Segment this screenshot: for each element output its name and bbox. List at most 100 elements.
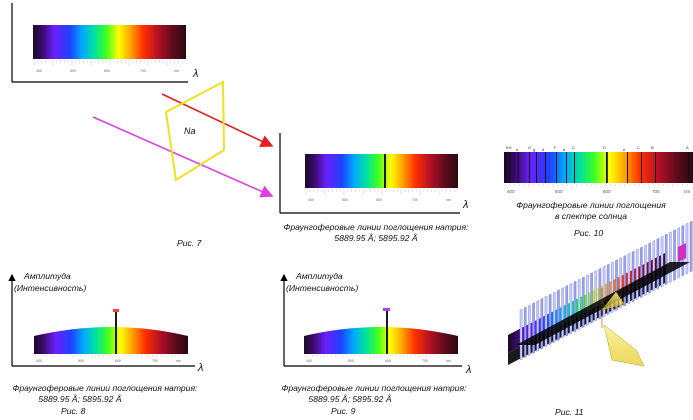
fig7-result-scale-label: 600 bbox=[376, 198, 382, 202]
fraunhofer-letter: g bbox=[533, 147, 535, 152]
fig11-bar bbox=[648, 242, 651, 294]
fraunhofer-letter: D bbox=[603, 145, 606, 150]
fig11-yellow-fan-lower bbox=[603, 324, 645, 367]
fig7-result-scale-ticks bbox=[305, 189, 455, 195]
fig8-y-label-line1: Амплитуда bbox=[23, 271, 71, 281]
fig7-input-scale-ticks bbox=[33, 60, 183, 66]
fig11-bar bbox=[594, 270, 597, 322]
fig9-y-label-line1: Амплитуда bbox=[295, 271, 343, 281]
magenta-ray-arrow bbox=[92, 116, 274, 198]
fig8-lambda-label: λ bbox=[197, 362, 203, 374]
fig11-bar bbox=[598, 267, 602, 320]
fig8-caption: Рис. 8 bbox=[61, 406, 86, 416]
fig7-input-scale-label: 500 bbox=[70, 69, 76, 73]
fig7-input-scale-label: 400 bbox=[36, 69, 42, 73]
fig7-result-lambda-label: λ bbox=[462, 199, 468, 211]
fig8-scale-label: nm bbox=[176, 359, 181, 363]
fig11-bar bbox=[673, 229, 676, 281]
fig10-caption-line2: в спектре солнца bbox=[555, 211, 627, 221]
fig11-bar bbox=[590, 272, 593, 324]
fraunhofer-line bbox=[556, 152, 557, 183]
fraunhofer-letter: C bbox=[572, 145, 575, 150]
fraunhofer-line bbox=[566, 152, 567, 183]
fraunhofer-line bbox=[545, 152, 546, 183]
fig8-caption-line2: 5889.95 Å; 5895.92 Å bbox=[38, 394, 121, 404]
figure-10: KH h G g d F b C D e C B A 400 500 600 7… bbox=[504, 140, 693, 238]
fig11-bar bbox=[656, 237, 660, 290]
fraunhofer-letter: d bbox=[542, 147, 544, 152]
fig9-caption-line2: 5889.95 Å; 5895.92 Å bbox=[308, 394, 391, 404]
fig11-bar bbox=[640, 246, 643, 298]
sodium-absorption-line bbox=[384, 154, 386, 188]
fig11-bar bbox=[635, 248, 639, 301]
fig11-bar bbox=[565, 285, 568, 337]
fig11-bar bbox=[548, 293, 552, 346]
fig7-result-scale-labels: 400 500 600 700 nm bbox=[308, 198, 451, 202]
fig7-input-scale-labels: 400 500 600 700 nm bbox=[36, 69, 179, 73]
fraunhofer-letter: b bbox=[563, 147, 566, 152]
fraunhofer-letter: e bbox=[623, 147, 626, 152]
fig11-yellow-fan-upper bbox=[601, 291, 625, 311]
fig7-result-spectrum bbox=[305, 154, 458, 188]
fraunhofer-line bbox=[529, 152, 530, 183]
fig9-scale-label: 600 bbox=[385, 359, 391, 363]
fraunhofer-letter: C bbox=[637, 145, 640, 150]
fraunhofer-line bbox=[606, 152, 608, 183]
fig11-magenta-marker bbox=[678, 243, 686, 262]
solar-scale-labels: 400 500 600 700 nm bbox=[507, 189, 691, 194]
fig7-input-scale-label: 600 bbox=[104, 69, 110, 73]
fig11-bar bbox=[644, 244, 647, 296]
fig11-bar bbox=[577, 278, 581, 331]
fig11-bar bbox=[685, 222, 689, 275]
solar-spectrum bbox=[504, 152, 693, 183]
figure-9: Амплитуда (Интенсивность) 400 500 600 70… bbox=[280, 271, 471, 416]
fig9-lambda-label: λ bbox=[465, 364, 471, 376]
fraunhofer-line bbox=[509, 152, 510, 183]
fig7-result-caption-line2: 5889.95 Å; 5895.92 Å bbox=[334, 233, 417, 243]
fig11-bar bbox=[627, 252, 631, 305]
fig9-absorption-line bbox=[386, 310, 388, 354]
solar-scale-label: 400 bbox=[507, 189, 515, 194]
fig11-bar bbox=[582, 276, 585, 329]
sodium-filter-frame bbox=[164, 80, 226, 182]
fraunhofer-line bbox=[518, 152, 519, 183]
fig9-line-marker bbox=[383, 308, 390, 311]
fig9-scale-label: 500 bbox=[348, 359, 354, 363]
fraunhofer-letter: B bbox=[651, 145, 654, 150]
fig9-y-label-line2: (Интенсивность) bbox=[286, 283, 358, 293]
fig8-spectrum-envelope bbox=[34, 327, 188, 354]
fraunhofer-line bbox=[655, 152, 656, 183]
fig11-bar bbox=[573, 280, 577, 333]
solar-scale-ticks bbox=[504, 184, 688, 188]
red-ray-arrow bbox=[161, 93, 274, 147]
fig11-bar bbox=[569, 283, 573, 335]
fraunhofer-letter: h bbox=[516, 147, 518, 152]
fig9-scale-ticks bbox=[304, 355, 454, 358]
fig11-bar bbox=[669, 231, 672, 283]
fig7-input-scale-label: 700 bbox=[140, 69, 146, 73]
fig9-scale-labels: 400 500 600 700 nm bbox=[306, 359, 451, 363]
fig11-caption: Рис. 11 bbox=[555, 407, 584, 417]
fig11-bar bbox=[664, 233, 668, 286]
solar-scale bbox=[504, 183, 693, 194]
fig7-input-lambda-label: λ bbox=[192, 68, 198, 80]
fig7-result-scale-label: nm bbox=[446, 198, 451, 202]
fraunhofer-letter: F bbox=[554, 145, 557, 150]
fig11-bar bbox=[561, 287, 564, 339]
solar-letter-strip bbox=[504, 140, 693, 152]
fig8-scale bbox=[34, 354, 188, 364]
fig11-bar bbox=[586, 274, 589, 326]
fraunhofer-letter: A bbox=[686, 145, 689, 150]
fig8-scale-label: 600 bbox=[115, 359, 121, 363]
fraunhofer-line bbox=[688, 152, 689, 183]
solar-scale-label: 600 bbox=[603, 189, 611, 194]
fig10-caption: Рис. 10 bbox=[574, 228, 603, 238]
fig9-scale bbox=[304, 354, 458, 364]
fig9-scale-label: nm bbox=[446, 359, 451, 363]
fig8-scale-labels: 400 500 600 700 nm bbox=[36, 359, 181, 363]
fig11-bar bbox=[623, 255, 627, 307]
figure-8: Амплитуда (Интенсивность) 400 500 600 70… bbox=[8, 271, 203, 416]
figure-11: Рис. 11 bbox=[508, 220, 693, 417]
fraunhofer-line bbox=[536, 152, 537, 183]
